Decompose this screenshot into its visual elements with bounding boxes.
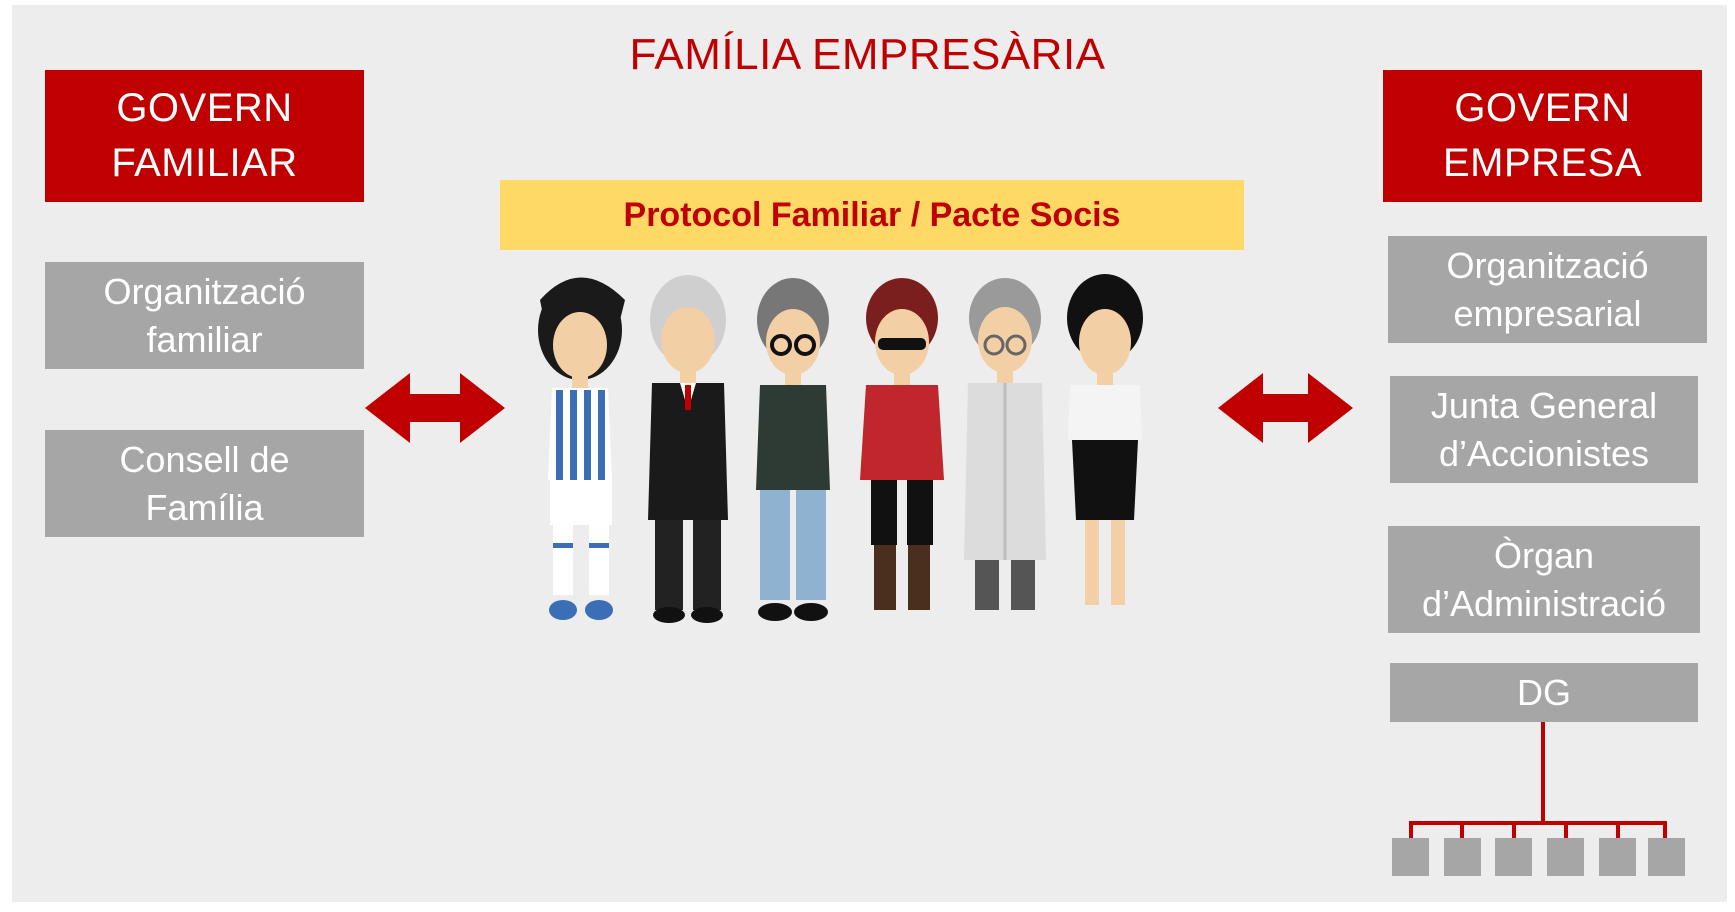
- box-line: Organització: [1446, 244, 1649, 286]
- person-doctor-icon: [964, 278, 1046, 610]
- person-suit-icon: [648, 275, 728, 623]
- box-line: d’Administració: [1421, 582, 1667, 624]
- org-unit: [1599, 838, 1636, 876]
- org-unit: [1547, 838, 1584, 876]
- org-unit: [1495, 838, 1532, 876]
- org-unit: [1444, 838, 1481, 876]
- govern-empresa-header: GOVERN EMPRESA: [1383, 70, 1702, 202]
- person-footballer-icon: [538, 277, 625, 620]
- person-sunglasses-icon: [860, 278, 944, 610]
- person-businesswoman-icon: [1067, 274, 1143, 605]
- box-line: familiar: [146, 318, 263, 360]
- organitzacio-empresarial-box: Organització empresarial: [1388, 236, 1707, 343]
- person-glasses-icon: [756, 278, 830, 621]
- double-arrow-icon: [365, 373, 505, 443]
- organitzacio-familiar-box: Organització familiar: [45, 262, 364, 369]
- consell-de-familia-box: Consell de Família: [45, 430, 364, 537]
- box-line: Família: [145, 486, 264, 528]
- header-line: EMPRESA: [1442, 141, 1643, 185]
- govern-familiar-header: GOVERN FAMILIAR: [45, 70, 364, 202]
- org-unit: [1648, 838, 1685, 876]
- org-unit: [1392, 838, 1429, 876]
- box-line: Organització: [103, 270, 306, 312]
- org-chart-connector: [1409, 722, 1667, 838]
- header-line: FAMILIAR: [111, 141, 298, 185]
- banner-text: Protocol Familiar / Pacte Socis: [623, 195, 1121, 234]
- box-line: Òrgan: [1493, 534, 1595, 576]
- box-line: DG: [1517, 671, 1571, 713]
- double-arrow-icon: [1218, 373, 1353, 443]
- protocol-banner: Protocol Familiar / Pacte Socis: [500, 180, 1244, 250]
- org-chart-units: [1392, 838, 1685, 876]
- header-line: GOVERN: [116, 86, 293, 130]
- diagram-title: FAMÍLIA EMPRESÀRIA: [629, 30, 1106, 79]
- box-line: d’Accionistes: [1438, 432, 1650, 474]
- box-line: Consell de: [119, 438, 290, 480]
- dg-box: DG: [1390, 663, 1698, 722]
- box-line: empresarial: [1453, 292, 1642, 334]
- box-line: Junta General: [1430, 384, 1658, 426]
- header-line: GOVERN: [1454, 86, 1631, 130]
- organ-administracio-box: Òrgan d’Administració: [1388, 526, 1700, 633]
- junta-general-box: Junta General d’Accionistes: [1390, 376, 1698, 483]
